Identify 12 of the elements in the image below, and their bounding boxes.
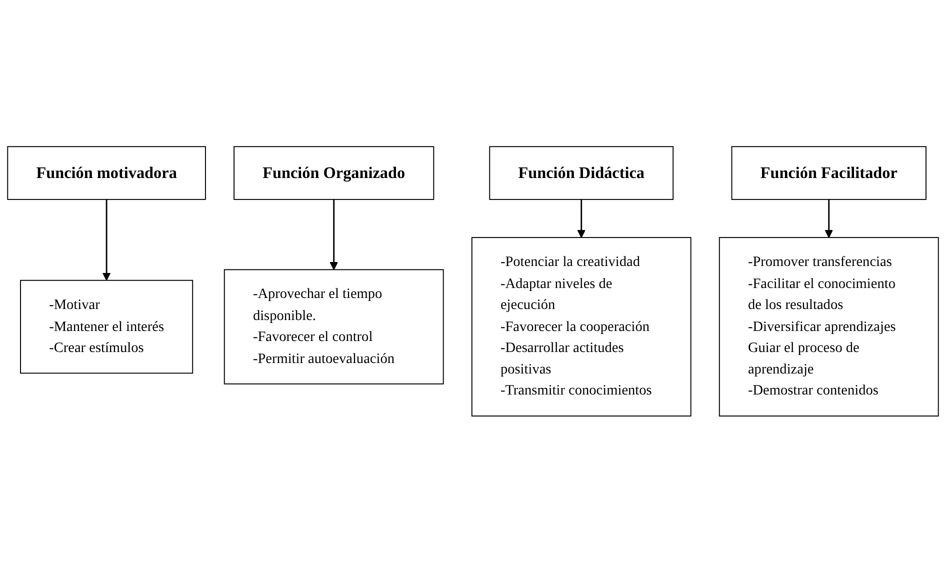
node-box: Función motivadora <box>7 146 206 200</box>
node-box: -Aprovechar el tiempo disponible. -Favorecer el control -Permitir autoevaluación <box>224 269 444 385</box>
node-box: -Potenciar la creatividad -Adaptar niveles de ejecución -Favorecer la cooperación -Desarrollar actitudes positivas -Transmitir conocimientos <box>471 237 692 417</box>
arrow <box>330 200 338 270</box>
node-box: -Motivar -Mantener el interés -Crear estímulos <box>20 280 194 374</box>
node-box: Función Organizado <box>234 146 434 200</box>
node-box: Función Didáctica <box>489 146 674 200</box>
node-box: -Promover transferencias -Facilitar el conocimiento de los resultados -Diversificar aprendizajes Guiar el proceso de aprendizaje -Demostrar contenidos <box>718 237 939 417</box>
arrow <box>577 200 586 238</box>
node-box: Función Facilitador <box>731 146 926 200</box>
arrow <box>824 200 834 238</box>
arrow <box>102 200 111 281</box>
